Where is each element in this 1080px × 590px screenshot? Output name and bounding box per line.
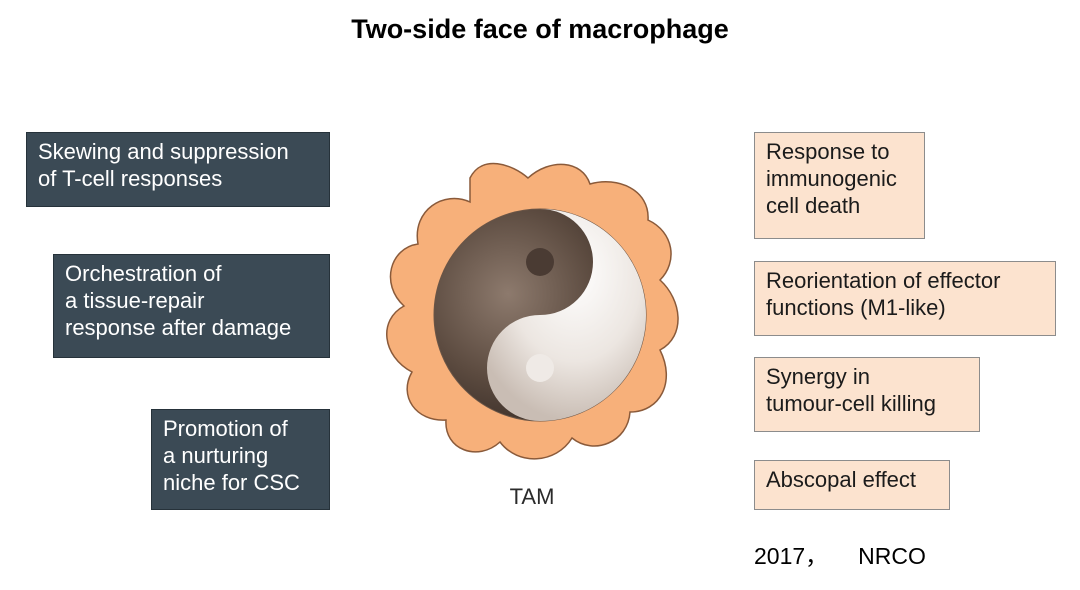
diagram-title: Two-side face of macrophage — [351, 14, 729, 44]
citation: 2017， NRCO — [754, 537, 926, 571]
right-box-effector-reorientation: Reorientation of effector functions (M1-… — [754, 261, 1056, 336]
right-box-tumour-killing: Synergy in tumour-cell killing — [754, 357, 980, 432]
right-box-abscopal: Abscopal effect — [754, 460, 950, 510]
macrophage-yin-yang-icon — [386, 162, 679, 460]
yin-yang — [433, 208, 647, 422]
citation-source: NRCO — [858, 543, 926, 569]
left-box-tissue-repair: Orchestration of a tissue-repair respons… — [53, 254, 330, 358]
tam-label: TAM — [509, 484, 555, 509]
left-box-csc-niche: Promotion of a nurturing niche for CSC — [151, 409, 330, 510]
right-box-immunogenic-death: Response to immunogenic cell death — [754, 132, 925, 239]
citation-year: 2017， — [754, 543, 829, 569]
left-box-t-cell-suppression: Skewing and suppression of T-cell respon… — [26, 132, 330, 207]
